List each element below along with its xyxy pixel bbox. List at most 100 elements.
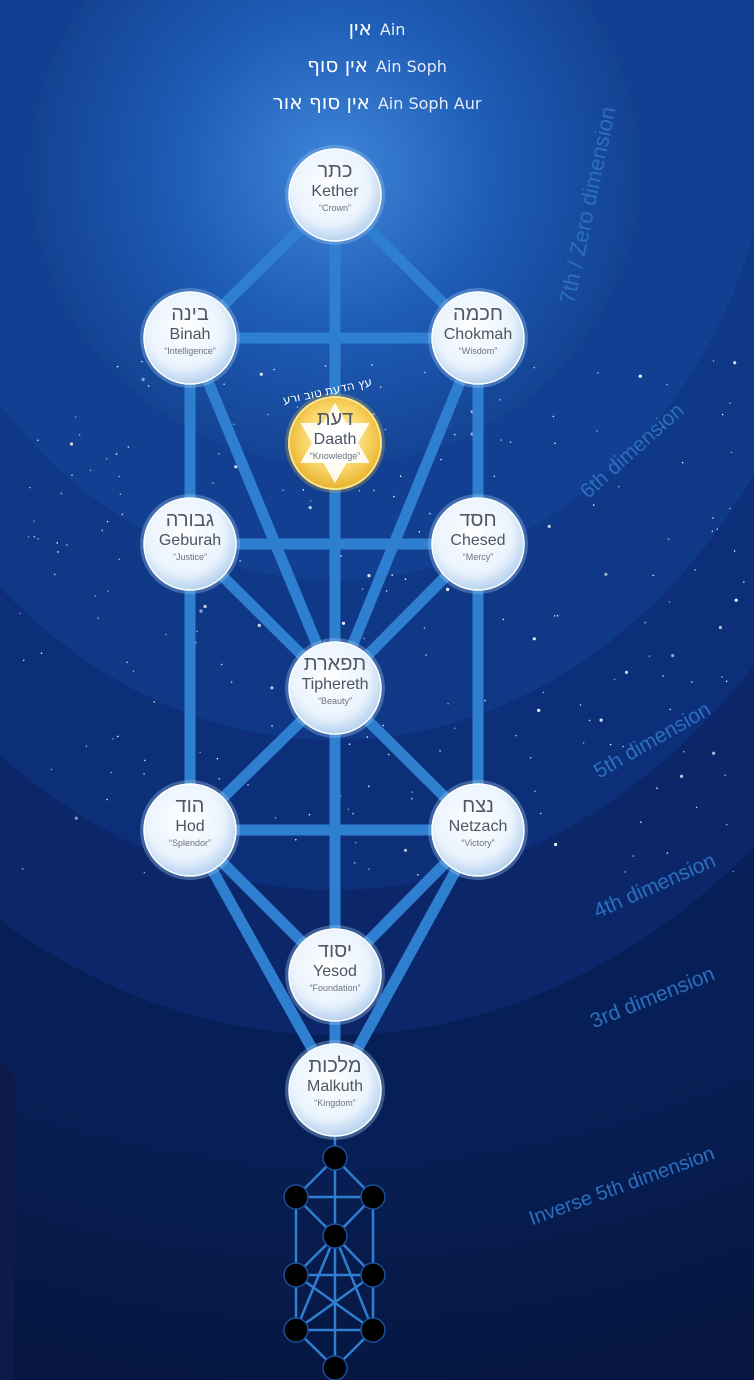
star <box>89 469 92 472</box>
star <box>126 661 128 664</box>
star <box>22 659 25 662</box>
star <box>74 416 77 418</box>
star <box>233 423 235 426</box>
star <box>484 699 486 702</box>
sephirah-kether: כתר Kether “Crown” <box>287 147 383 243</box>
star <box>308 506 312 510</box>
sephirah-tiphereth: תפארת Tiphereth “Beauty” <box>287 640 383 736</box>
star <box>247 784 249 786</box>
star <box>662 675 664 677</box>
lattice-node <box>360 1262 386 1288</box>
sephirah-netzach: נצח Netzach “Victory” <box>430 782 526 878</box>
path-netzach-malkuth <box>329 824 484 1096</box>
star <box>453 727 456 729</box>
sephirah-name: Geburah <box>158 532 222 549</box>
star <box>33 520 35 522</box>
lattice-path <box>294 1235 337 1331</box>
star <box>597 372 599 374</box>
star <box>196 630 198 633</box>
star <box>539 812 542 815</box>
star <box>454 433 456 436</box>
sephirah-malkuth: מלכות Malkuth “Kingdom” <box>287 1042 383 1138</box>
star <box>85 745 88 747</box>
star <box>302 489 305 491</box>
star <box>592 504 595 506</box>
star <box>106 520 109 523</box>
star <box>644 621 646 624</box>
star <box>656 787 658 789</box>
sphere-yesod <box>288 928 382 1022</box>
lattice-node <box>322 1355 348 1380</box>
star <box>617 485 620 488</box>
star <box>367 574 371 578</box>
path-binah-tiphereth <box>184 332 341 694</box>
star <box>502 618 505 621</box>
star <box>117 735 119 738</box>
header-hebrew: אין סוף <box>307 53 368 77</box>
star <box>729 402 731 404</box>
star <box>165 633 167 636</box>
star <box>270 686 274 690</box>
header-latin: Ain Soph Aur <box>377 94 482 113</box>
star <box>368 868 370 870</box>
star <box>553 615 556 617</box>
star <box>625 452 627 454</box>
star <box>393 495 395 498</box>
star <box>37 538 39 540</box>
star <box>403 848 408 853</box>
sephirah-name: Chokmah <box>443 326 513 343</box>
sephirah-geburah: גבורה Geburah “Justice” <box>142 496 238 592</box>
star <box>712 751 716 755</box>
star <box>382 724 385 727</box>
star <box>622 745 624 748</box>
star <box>638 374 642 378</box>
star <box>694 569 696 571</box>
sephirah-name: Hod <box>175 818 205 835</box>
star <box>681 461 684 464</box>
star <box>19 612 21 615</box>
star <box>143 773 145 775</box>
star <box>37 439 39 442</box>
sephirah-hebrew: יסוד <box>317 940 353 962</box>
star <box>384 428 387 431</box>
star <box>632 855 635 857</box>
sephirah-hebrew: כתר <box>317 160 353 182</box>
star <box>729 507 731 510</box>
star <box>127 446 130 448</box>
star <box>94 595 97 597</box>
star <box>144 759 146 762</box>
star <box>711 530 714 533</box>
sephirah-hebrew: תפארת <box>303 653 367 675</box>
sephirah-name: Netzach <box>448 818 508 835</box>
sephirah-translation: “Knowledge” <box>309 451 361 461</box>
star <box>33 536 36 538</box>
star <box>21 868 24 870</box>
star <box>391 574 394 576</box>
star <box>716 528 719 530</box>
star <box>352 812 354 815</box>
star <box>599 718 603 722</box>
sephirah-translation: “Justice” <box>172 552 207 562</box>
star <box>347 808 350 810</box>
sphere-hod <box>143 783 237 877</box>
star <box>119 493 122 496</box>
star <box>509 441 512 443</box>
star <box>212 482 214 484</box>
star <box>358 489 361 492</box>
star <box>309 500 312 502</box>
path-hod-malkuth <box>184 824 341 1096</box>
sephirah-yesod: יסוד Yesod “Foundation” <box>287 927 383 1023</box>
star <box>257 623 261 628</box>
star <box>50 768 53 771</box>
star <box>230 681 233 683</box>
star <box>112 738 114 740</box>
star <box>542 691 545 694</box>
star <box>411 791 413 793</box>
star <box>282 489 284 492</box>
sephirah-hebrew: חסד <box>459 509 497 531</box>
lattice-node <box>283 1184 309 1210</box>
star <box>372 413 375 415</box>
star <box>199 751 201 754</box>
star <box>440 458 442 461</box>
